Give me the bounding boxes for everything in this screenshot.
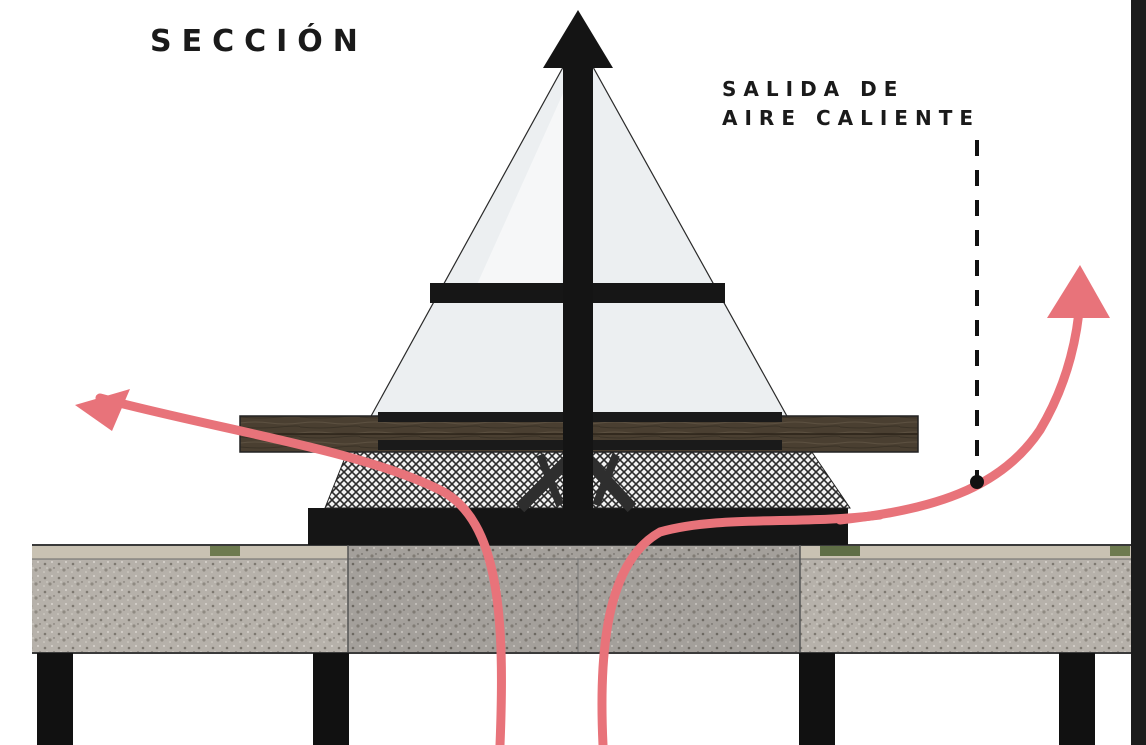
support-columns	[37, 653, 1095, 745]
diagonal-braces	[515, 445, 637, 513]
airflow-right-arrowhead	[1047, 265, 1110, 318]
base-plinth	[308, 508, 848, 545]
annotation-dot	[970, 475, 984, 489]
annotation-line-2: AIRE CALIENTE	[722, 106, 980, 130]
airflow-left-arrowhead	[75, 389, 130, 431]
airflow-arrows	[95, 295, 1085, 745]
airflow-right	[835, 295, 1085, 525]
glass-reflection	[470, 60, 578, 300]
central-mast	[563, 58, 593, 510]
concrete-slab	[32, 544, 1131, 654]
airflow-center	[597, 510, 885, 745]
right-edge-strip	[1131, 0, 1146, 745]
section-title: SECCIÓN	[150, 24, 368, 59]
airflow-left	[95, 393, 506, 745]
mast-arrow-head	[543, 10, 613, 68]
annotation-line-1: SALIDA DE	[722, 77, 905, 101]
